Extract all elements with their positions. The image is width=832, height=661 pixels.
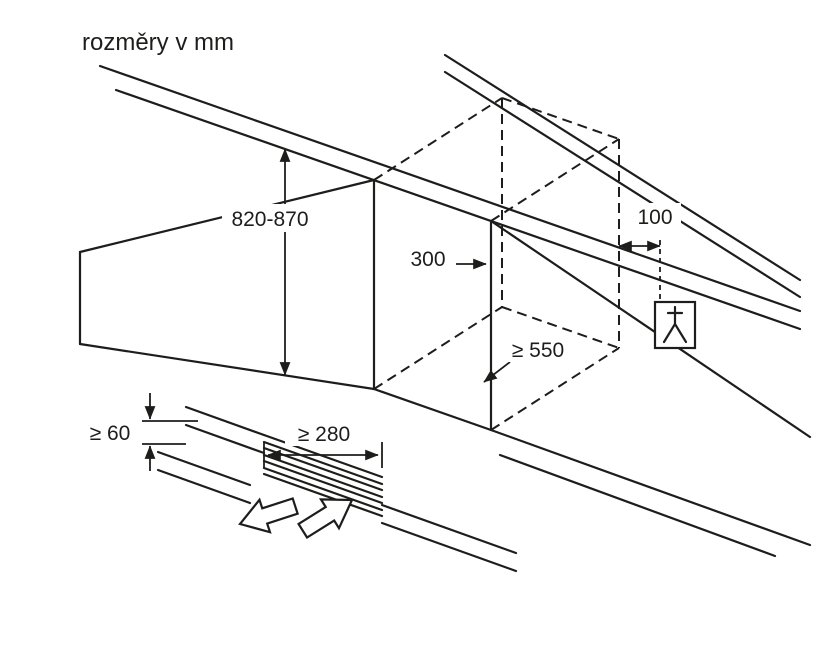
wall-line-upper xyxy=(443,53,802,282)
niche-depth-edge-bottom-right xyxy=(490,347,620,431)
socket-offset-label: 100 xyxy=(637,206,672,229)
dim-niche-depth: ≥ 550 xyxy=(483,336,576,383)
niche-depth-label-bg xyxy=(500,336,576,362)
socket-offset-label-bg xyxy=(629,203,681,229)
airflow-out-arrow xyxy=(238,497,300,534)
wall-lines xyxy=(443,53,802,299)
plinth-lower-board-top-edge xyxy=(156,450,252,487)
niche-depth-edge-bottom-left xyxy=(373,306,503,390)
plinth-clearance-label-bg xyxy=(78,419,142,445)
plinth-right-board-bottom-edge xyxy=(380,521,518,573)
socket-icon xyxy=(662,305,688,344)
worktop-edge-top-line xyxy=(98,64,802,313)
worktop-edge-bottom-line xyxy=(114,88,802,331)
dim-niche-height: 820-870 xyxy=(222,148,318,376)
niche-opening xyxy=(372,178,493,432)
niche-width-label-bg xyxy=(404,245,452,271)
dim-plinth-clearance: ≥ 60 xyxy=(78,393,198,471)
dim-socket-offset: 100 xyxy=(618,203,681,252)
plinth-boards xyxy=(156,405,518,573)
main-view xyxy=(78,53,812,558)
dim-vent-width: ≥ 280 xyxy=(263,421,383,468)
air-out-arrow-icon xyxy=(238,497,300,534)
plinth-clearance-label: ≥ 60 xyxy=(90,422,131,445)
worktop-edge xyxy=(98,64,802,331)
niche-bottom-edge xyxy=(372,387,493,432)
airflow-in-arrow xyxy=(297,498,354,540)
niche-height-label-bg xyxy=(222,204,318,232)
niche-depth-edge-top-right xyxy=(490,138,620,222)
vent-width-label-bg xyxy=(285,421,363,446)
air-in-arrow-icon xyxy=(297,498,354,540)
niche-depth-edge-top-left xyxy=(373,97,503,181)
socket xyxy=(653,240,697,350)
wall-line-lower xyxy=(443,70,802,299)
right-cabinet xyxy=(489,219,812,558)
plinth-right-board-top-edge xyxy=(380,503,518,555)
niche-depth-label: ≥ 550 xyxy=(512,339,564,362)
plinth-detail: ≥ 60 ≥ 280 xyxy=(78,393,518,573)
dim-niche-width: 300 xyxy=(404,245,487,271)
niche-height-label: 820-870 xyxy=(231,208,308,231)
page-title: rozměry v mm xyxy=(82,29,234,56)
vent-width-label: ≥ 280 xyxy=(298,423,350,446)
plinth-board-top-edge xyxy=(184,405,266,437)
right-cabinet-bottom-edge xyxy=(489,428,812,547)
left-cabinet-bottom-edge xyxy=(78,342,376,391)
niche-width-label: 300 xyxy=(410,248,445,271)
right-cabinet-top-edge xyxy=(489,219,812,439)
plinth-lower-board-bottom-edge xyxy=(156,468,252,505)
niche-back-top-edge xyxy=(501,97,620,140)
right-cabinet-plinth-line xyxy=(498,453,777,558)
niche-depth-arrow xyxy=(483,361,511,383)
niche-back-bottom-edge xyxy=(501,306,620,349)
plinth-board-bottom-edge xyxy=(184,423,266,455)
